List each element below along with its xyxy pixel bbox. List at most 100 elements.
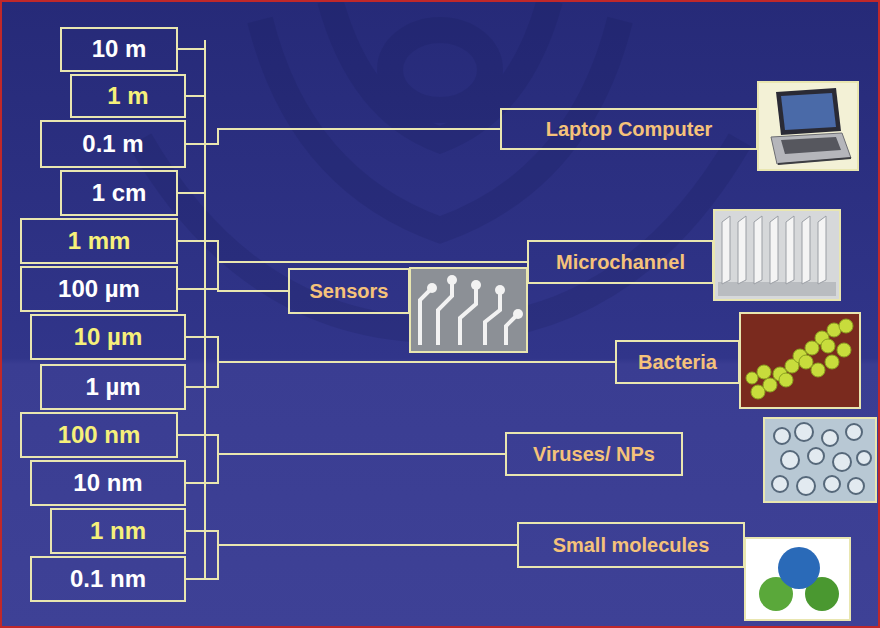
virus-picture-part-part: [797, 477, 815, 495]
scale-value: 0.1 nm: [70, 566, 146, 592]
scale-axis-part: [178, 192, 205, 194]
virus-picture-part-part: [822, 430, 838, 446]
scale-value: 10 m: [92, 36, 147, 62]
virus-picture-part-part: [795, 423, 813, 441]
virus-picture-part-part: [848, 478, 864, 494]
bacteria-picture-part-part: [779, 373, 793, 387]
sensor-picture-part: [410, 268, 527, 352]
microchannel-picture-part: [722, 216, 826, 284]
virus-picture-part-part: [774, 428, 790, 444]
bracket-connector: [186, 454, 505, 483]
microchannel-picture-part-part: [818, 216, 826, 284]
object-label-box: Sensors: [288, 268, 410, 314]
sensor-picture-part-part: [485, 290, 500, 345]
virus-picture-part-part: [772, 476, 788, 492]
sensor-picture-part-part: [427, 283, 437, 293]
bacteria-picture: [740, 313, 860, 408]
bracket-connector: [178, 241, 527, 262]
microchannel-picture-part: [714, 210, 840, 300]
laptop-picture-part: [781, 93, 836, 130]
microchannel-picture-part-part: [786, 216, 794, 284]
scale-box: 1 µm: [40, 364, 186, 410]
bacteria-picture-part-part: [811, 363, 825, 377]
sensor-picture-part-part: [495, 285, 505, 295]
microchannel-picture-part-part: [722, 216, 730, 284]
sensor-picture-part: [420, 280, 518, 345]
bacteria-picture-part-part: [821, 339, 835, 353]
bacteria-picture-part-part: [839, 319, 853, 333]
virus-picture-part-part: [857, 451, 871, 465]
scale-value: 1 cm: [92, 180, 147, 206]
sensor-picture-part-part: [513, 309, 523, 319]
sensor-picture: [410, 268, 527, 352]
virus-picture-part: [772, 423, 871, 495]
scale-value: 10 µm: [74, 324, 143, 350]
virus-picture: [764, 418, 876, 502]
bracket-connector: [186, 362, 615, 387]
scale-box: 10 nm: [30, 460, 186, 506]
virus-picture-part-part: [808, 448, 824, 464]
object-name: Microchannel: [556, 251, 685, 273]
scale-value: 100 µm: [58, 276, 140, 302]
scale-axis-part: [178, 48, 205, 50]
bacteria-picture-part-part: [757, 365, 771, 379]
laptop-picture-part: [781, 137, 841, 154]
scale-value: 1 µm: [85, 374, 140, 400]
object-name: Laptop Computer: [546, 118, 713, 140]
bacteria-picture-part-part: [837, 343, 851, 357]
scale-box: 1 nm: [50, 508, 186, 554]
laptop-picture-part: [771, 133, 851, 164]
scale-box: 100 µm: [20, 266, 178, 312]
virus-picture-part-part: [781, 451, 799, 469]
bacteria-picture-part-part: [746, 372, 758, 384]
microchannel-picture-part-part: [802, 216, 810, 284]
object-name: Small molecules: [553, 534, 710, 556]
laptop-picture-part: [758, 82, 858, 170]
bracket-connector: [178, 289, 288, 291]
microchannel-picture-part-part: [770, 216, 778, 284]
scale-axis-part: [186, 95, 205, 97]
bacteria-picture-part: [746, 319, 853, 399]
bracket-connector: [178, 435, 505, 454]
bracket-connector: [186, 545, 517, 579]
scale-value: 1 m: [107, 83, 148, 109]
bracket-connector: [186, 337, 615, 362]
molecule-picture-part: [745, 538, 850, 620]
laptop-picture-part: [776, 88, 841, 135]
scale-box: 10 m: [60, 27, 178, 72]
scale-box: 1 m: [70, 74, 186, 118]
bracket-connector: [186, 129, 500, 144]
scale-value: 1 mm: [68, 228, 131, 254]
watermark-emblem-part: [390, 30, 490, 110]
sensor-picture-part-part: [438, 280, 452, 345]
sensor-picture-part: [427, 275, 523, 319]
bacteria-picture-part: [740, 313, 860, 408]
sensor-picture-part-part: [471, 280, 481, 290]
scale-box: 1 cm: [60, 170, 178, 216]
object-name: Sensors: [310, 280, 389, 302]
microchannel-picture: [714, 210, 840, 300]
bacteria-picture-part-part: [763, 378, 777, 392]
bacteria-picture-part-part: [825, 355, 839, 369]
scale-box: 0.1 nm: [30, 556, 186, 602]
virus-picture-part: [764, 418, 876, 502]
scale-axis-part: [204, 40, 206, 580]
scale-box: 10 µm: [30, 314, 186, 360]
object-label-box: Laptop Computer: [500, 108, 758, 150]
sensor-picture-part-part: [460, 285, 476, 345]
bracket-connector: [186, 531, 517, 545]
molecule-picture: [745, 538, 850, 620]
virus-picture-part-part: [846, 424, 862, 440]
bacteria-picture-part-part: [799, 355, 813, 369]
virus-picture-part-part: [824, 476, 840, 492]
microchannel-picture-part-part: [754, 216, 762, 284]
scale-value: 0.1 m: [82, 131, 143, 157]
object-label-box: Viruses/ NPs: [505, 432, 683, 476]
object-label-box: Bacteria: [615, 340, 740, 384]
virus-picture-part-part: [833, 453, 851, 471]
scale-value: 1 nm: [90, 518, 146, 544]
sensor-picture-part-part: [447, 275, 457, 285]
laptop-picture-part: [778, 158, 851, 164]
